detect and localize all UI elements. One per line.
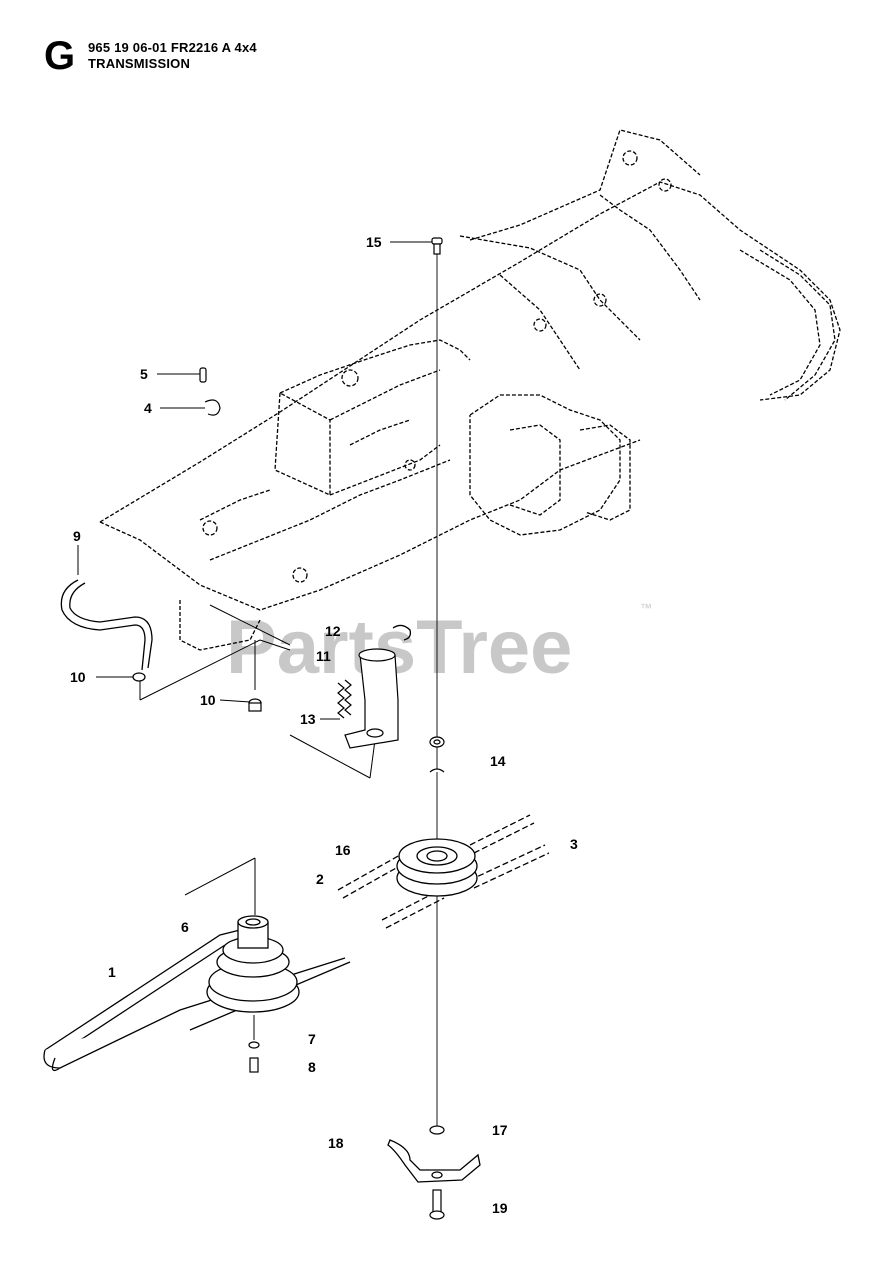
washer-17 xyxy=(429,1125,445,1135)
callout-16: 16 xyxy=(335,842,351,858)
callout-9: 9 xyxy=(73,528,81,544)
callout-3: 3 xyxy=(570,836,578,852)
bolt-8 xyxy=(249,1057,259,1073)
callout-14: 14 xyxy=(490,753,506,769)
callout-1: 1 xyxy=(108,964,116,980)
plate-18 xyxy=(387,1139,481,1183)
leader-lines xyxy=(77,241,438,1130)
watermark-text: PartsTree xyxy=(226,605,572,690)
callout-8: 8 xyxy=(308,1059,316,1075)
callout-12: 12 xyxy=(325,623,341,639)
watermark-trademark: ™ xyxy=(640,601,652,615)
bolt-19 xyxy=(429,1189,445,1220)
nut-14 xyxy=(429,736,445,773)
washer-7 xyxy=(248,1041,260,1049)
callout-10a: 10 xyxy=(70,669,86,685)
callout-17: 17 xyxy=(492,1122,508,1138)
clip-4 xyxy=(204,399,221,416)
callout-5: 5 xyxy=(140,366,148,382)
section-letter: G xyxy=(44,34,76,78)
bracket-assembly-11 xyxy=(344,648,399,749)
callout-7: 7 xyxy=(308,1031,316,1047)
bolt-15 xyxy=(431,237,443,255)
chassis-frame xyxy=(99,129,841,651)
callout-labels: 1 2 3 4 5 6 7 8 9 10 10 11 12 13 14 15 1… xyxy=(70,234,578,1216)
washer-10a xyxy=(132,672,146,682)
callout-19: 19 xyxy=(492,1200,508,1216)
rod-9 xyxy=(60,579,153,671)
callout-13: 13 xyxy=(300,711,316,727)
callout-10b: 10 xyxy=(200,692,216,708)
pin-5 xyxy=(199,367,207,383)
callout-18: 18 xyxy=(328,1135,344,1151)
diagram-title: TRANSMISSION xyxy=(88,56,191,71)
callout-15: 15 xyxy=(366,234,382,250)
callout-4: 4 xyxy=(144,400,152,416)
drive-pulley-6 xyxy=(43,915,351,1072)
clip-12 xyxy=(392,624,412,641)
spring-13 xyxy=(337,679,352,719)
washer-10b xyxy=(248,698,262,712)
callout-11: 11 xyxy=(316,648,331,664)
callout-6: 6 xyxy=(181,919,189,935)
model-line: 965 19 06-01 FR2216 A 4x4 xyxy=(88,40,257,55)
idler-pulley-16 xyxy=(337,814,550,929)
callout-2: 2 xyxy=(316,871,324,887)
